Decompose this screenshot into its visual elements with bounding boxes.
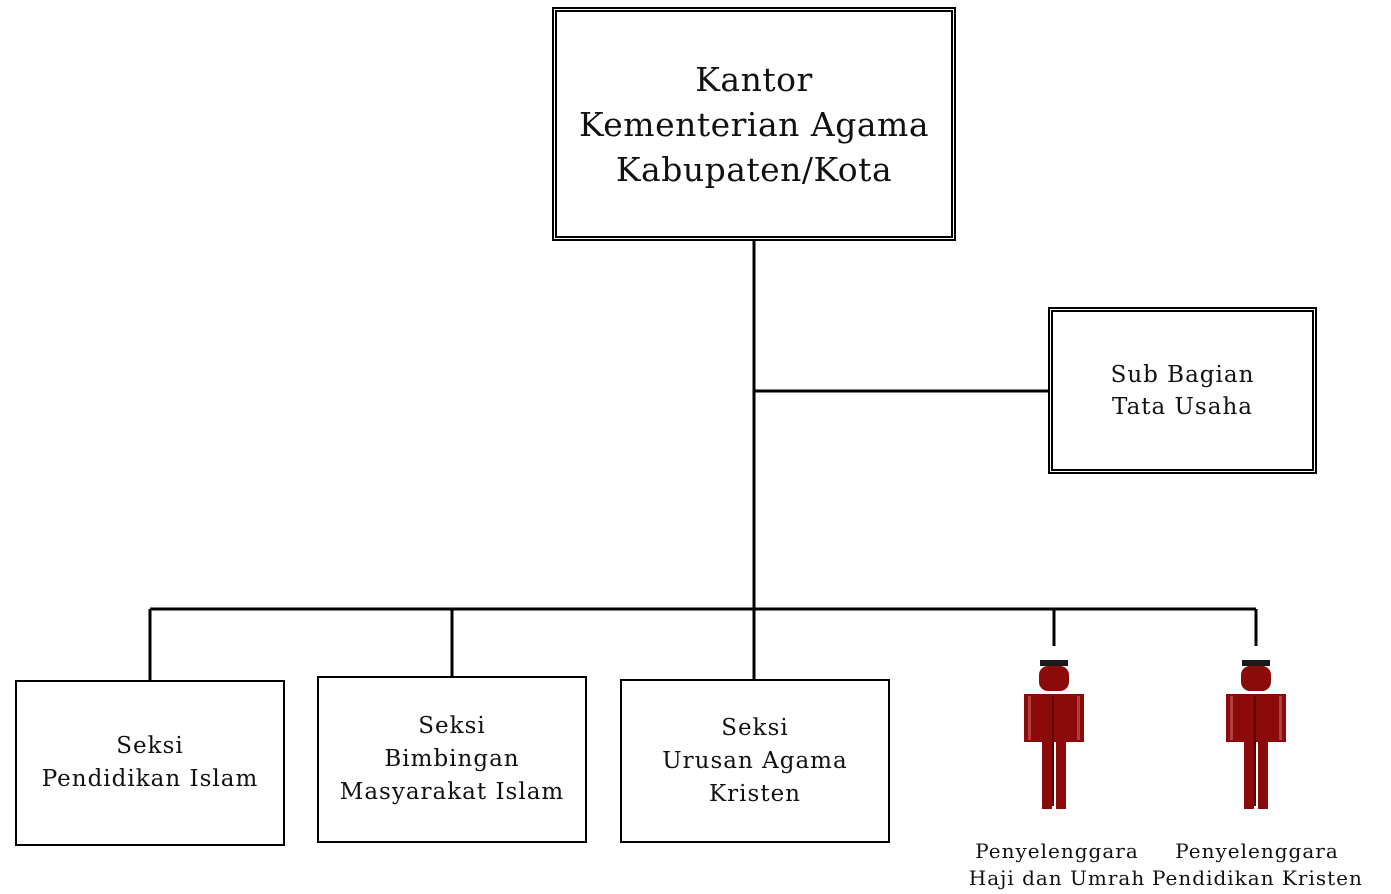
person-icon (1226, 660, 1286, 809)
seksi-label-line: Urusan Agama (662, 747, 848, 774)
seksi-urusan-agama-kristen-box: Seksi Urusan Agama Kristen (620, 679, 890, 843)
official-label-line: Pendidikan Kristen (1152, 866, 1363, 890)
seksi-label-line: Kristen (708, 780, 801, 807)
sub-bagian-line-2: Tata Usaha (1112, 393, 1253, 420)
seksi-label-line: Seksi (721, 714, 789, 741)
seksi-bimbingan-masyarakat-islam-box: Seksi Bimbingan Masyarakat Islam (317, 676, 587, 843)
seksi-label-line: Seksi (116, 733, 184, 759)
official-label-line: Penyelenggara (975, 839, 1139, 863)
main-office-title-line-1: Kantor (695, 59, 813, 99)
seksi-label-line: Masyarakat Islam (339, 779, 565, 805)
official-label-line: Penyelenggara (1175, 839, 1339, 863)
seksi-label-line: Seksi (418, 713, 486, 739)
seksi-label-line: Pendidikan Islam (41, 766, 259, 792)
official-haji-umrah-label: Penyelenggara Haji dan Umrah (962, 838, 1152, 892)
seksi-pendidikan-islam-box: Seksi Pendidikan Islam (15, 680, 285, 846)
official-label-line: Haji dan Umrah (968, 866, 1146, 890)
seksi-label-line: Bimbingan (384, 746, 520, 772)
main-office-box: Kantor Kementerian Agama Kabupaten/Kota (552, 7, 956, 241)
official-pendidikan-kristen-label: Penyelenggara Pendidikan Kristen (1152, 838, 1362, 892)
sub-bagian-line-1: Sub Bagian (1110, 361, 1255, 388)
main-office-title-line-2: Kementerian Agama (578, 104, 929, 144)
sub-bagian-box: Sub Bagian Tata Usaha (1048, 307, 1317, 474)
person-icon (1024, 660, 1084, 809)
main-office-title-line-3: Kabupaten/Kota (615, 149, 893, 189)
